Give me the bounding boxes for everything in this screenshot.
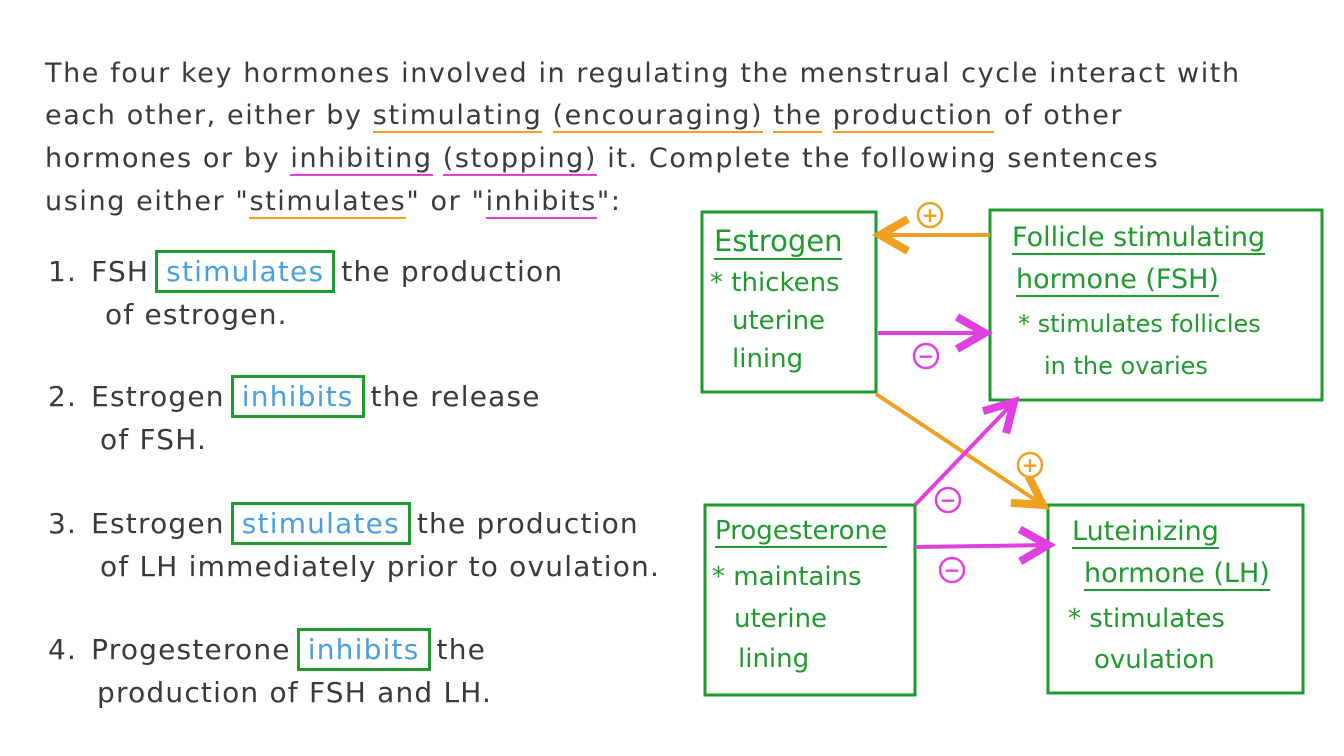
sentence-text: the xyxy=(436,633,487,666)
sentence-number: 2. xyxy=(48,380,78,413)
answer-box: inhibits xyxy=(296,628,431,671)
minus-sign: − xyxy=(940,488,957,512)
estrogen-title: Estrogen xyxy=(714,224,843,260)
underlined-term: (stopping) xyxy=(442,143,598,176)
answer-box: inhibits xyxy=(230,375,365,418)
intro-text-segment: " or " xyxy=(406,186,486,217)
intro-line: each other, either by stimulating (encou… xyxy=(45,100,1124,133)
fsh-title: Follicle stimulating xyxy=(1012,222,1266,255)
fsh-note: * stimulates follicles xyxy=(1018,310,1261,338)
progesterone-note: uterine xyxy=(734,604,828,634)
minus-sign: − xyxy=(944,558,961,582)
sentence-continuation: production of FSH and LH. xyxy=(97,676,493,709)
lh-box xyxy=(1046,503,1305,695)
progesterone-to-fsh-arrow xyxy=(913,402,1014,507)
underlined-term: stimulates xyxy=(249,186,407,219)
sentence-text: Progesterone xyxy=(91,633,291,666)
estrogen-note: lining xyxy=(732,344,804,374)
underlined-term: (encouraging) xyxy=(552,100,764,133)
minus-sign: − xyxy=(918,344,935,368)
lh-title: hormone (LH) xyxy=(1084,558,1270,591)
sentence-text: Estrogen xyxy=(91,507,225,540)
fsh-box xyxy=(988,208,1324,402)
progesterone-note: lining xyxy=(738,644,810,674)
intro-text-segment: using either " xyxy=(45,186,250,217)
intro-text-segment: The four key hormones involved in regula… xyxy=(45,58,1241,89)
estrogen-to-lh-arrow xyxy=(874,392,1043,505)
underlined-term: production xyxy=(832,100,994,133)
underlined-term: the xyxy=(773,100,823,133)
sentence-text: FSH xyxy=(91,255,150,288)
intro-text-segment: ": xyxy=(596,186,622,217)
fsh-title: hormone (FSH) xyxy=(1016,264,1219,297)
minus-icon xyxy=(934,486,962,514)
lh-note: ovulation xyxy=(1094,645,1215,675)
lh-title: Luteinizing xyxy=(1072,516,1219,549)
progesterone-note: * maintains xyxy=(712,562,862,592)
plus-sign: + xyxy=(922,203,939,227)
sentence-number: 1. xyxy=(48,255,78,288)
sentence-continuation: of LH immediately prior to ovulation. xyxy=(100,550,661,583)
estrogen-box xyxy=(700,210,878,394)
intro-line: The four key hormones involved in regula… xyxy=(45,58,1241,89)
intro-text-segment: each other, either by xyxy=(45,100,373,131)
progesterone-title: Progesterone xyxy=(715,516,887,548)
answer-box: stimulates xyxy=(155,250,336,293)
intro-line: hormones or by inhibiting (stopping) it.… xyxy=(45,143,1160,176)
sentence-continuation: of FSH. xyxy=(100,423,208,456)
intro-line: using either "stimulates" or "inhibits": xyxy=(45,186,622,219)
underlined-term: inhibiting xyxy=(290,143,433,176)
estrogen-note: uterine xyxy=(732,306,826,336)
underlined-term: stimulating xyxy=(372,100,543,133)
sentence-text: the production xyxy=(416,507,639,540)
fsh-note: in the ovaries xyxy=(1044,352,1208,380)
sentence-text: Estrogen xyxy=(91,380,225,413)
underlined-term: inhibits xyxy=(485,186,597,219)
plus-icon xyxy=(916,201,944,229)
intro-text-segment: it. Complete the following sentences xyxy=(597,143,1160,174)
minus-icon xyxy=(912,342,940,370)
plus-sign: + xyxy=(1022,453,1039,477)
sentence-number: 4. xyxy=(48,633,78,666)
progesterone-box xyxy=(703,503,917,697)
plus-icon xyxy=(1016,451,1044,479)
minus-icon xyxy=(938,556,966,584)
progesterone-to-lh-arrow xyxy=(914,545,1048,547)
sentence-continuation: of estrogen. xyxy=(105,298,288,331)
lh-note: * stimulates xyxy=(1068,604,1225,634)
estrogen-note: * thickens xyxy=(710,268,840,298)
intro-text-segment: hormones or by xyxy=(45,143,291,174)
intro-text-segment: of other xyxy=(993,100,1124,131)
sentence-number: 3. xyxy=(48,507,78,540)
answer-box: stimulates xyxy=(230,502,411,545)
sentence-text: the production xyxy=(341,255,564,288)
sentence-text: the release xyxy=(370,380,541,413)
